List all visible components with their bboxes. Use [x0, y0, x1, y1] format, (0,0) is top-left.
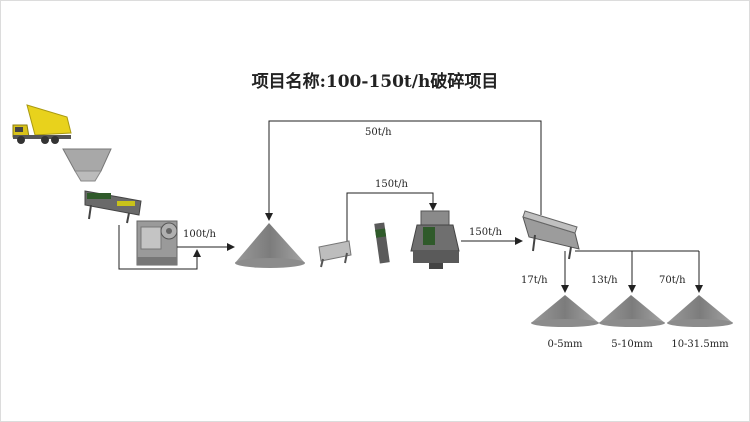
output-pile-3-icon — [667, 295, 733, 327]
jaw-crusher-icon — [136, 220, 178, 266]
output-rate-3: 70t/h — [659, 275, 686, 286]
vibrating-feeder-icon — [84, 190, 142, 224]
flow-label-recycle: 50t/h — [365, 127, 392, 138]
flow-label-return: 150t/h — [375, 179, 408, 190]
secondary-feeder-icon — [318, 240, 352, 268]
recycle-line — [265, 120, 542, 221]
cone-crusher-icon — [410, 210, 460, 269]
hopper-icon — [62, 148, 112, 182]
dump-truck-icon — [12, 104, 72, 144]
output-rate-1: 17t/h — [521, 275, 548, 286]
vibrating-screen-icon — [522, 210, 580, 260]
output-size-2: 5-10mm — [611, 339, 653, 350]
output-pile-2-icon — [599, 295, 665, 327]
jaw-bypass-line — [118, 225, 201, 270]
page-title: 项目名称:100-150t/h破碎项目 — [252, 71, 499, 92]
main-stockpile-icon — [235, 223, 305, 268]
flow-label-screen: 150t/h — [469, 227, 502, 238]
output-pile-1-icon — [531, 295, 599, 327]
conveyor-icon — [374, 222, 390, 264]
output-rate-2: 13t/h — [591, 275, 618, 286]
return-line — [346, 192, 437, 241]
output-size-3: 10-31.5mm — [671, 339, 729, 350]
flow-label-jaw: 100t/h — [183, 229, 216, 240]
output-size-1: 0-5mm — [547, 339, 583, 350]
